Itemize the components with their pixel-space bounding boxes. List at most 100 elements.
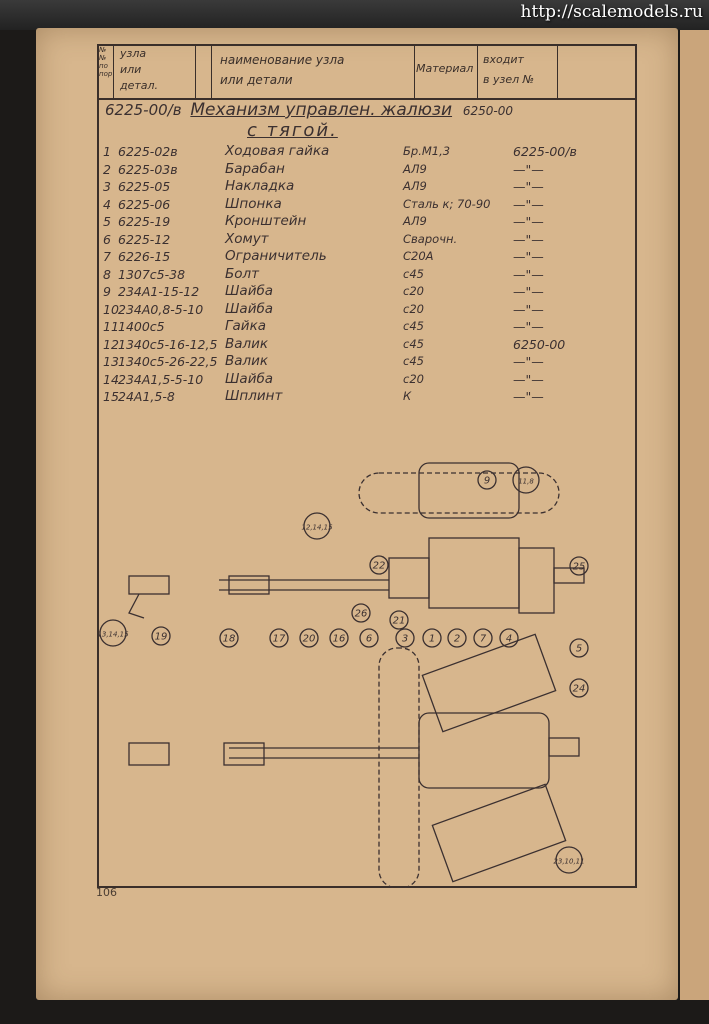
- part-material: с20: [403, 301, 424, 316]
- part-into: —"—: [513, 179, 544, 194]
- callout-circle: [569, 556, 589, 576]
- part-code: 6225-03в: [118, 161, 178, 177]
- part-material: с20: [403, 371, 424, 386]
- part-code: 1340с5-16-12,5: [118, 336, 218, 352]
- part-no: 6: [103, 231, 111, 247]
- callout-label: 22: [373, 561, 386, 572]
- callout-circle: [569, 678, 589, 698]
- part-code: 6225-02в: [118, 144, 178, 159]
- part-code: 6225-06: [118, 196, 171, 212]
- callout-label: 17: [273, 634, 286, 645]
- callout-circle: [395, 628, 415, 648]
- part-code: 6226-15: [118, 249, 171, 264]
- callout-circle: [422, 628, 442, 648]
- part-into: 6225-00/в: [513, 144, 577, 159]
- part-name: Шайба: [225, 300, 274, 317]
- header-number-line: пор: [99, 70, 113, 78]
- part-no: 11: [103, 319, 119, 334]
- part-code: 6225-05: [118, 179, 171, 194]
- callout-label: 13,14,15: [99, 631, 129, 639]
- header-code-line: или: [120, 63, 142, 76]
- part-no: 2: [103, 161, 111, 177]
- part-name: Барабан: [225, 160, 285, 177]
- callout-label: 26: [355, 609, 368, 620]
- callout-label: 25: [573, 562, 586, 573]
- part-into: —"—: [513, 161, 544, 177]
- part-material: К: [403, 389, 412, 403]
- header-number-line: №№: [99, 46, 107, 62]
- callout-circle: [555, 846, 583, 874]
- part-no: 15: [103, 389, 119, 404]
- header-into-line: входит: [483, 53, 524, 66]
- part-row: 1 6225-02в Ходовая гайка Бр.М1,3 6225-00/в: [103, 143, 623, 161]
- part-material: с45: [403, 354, 424, 368]
- callout-label: 4: [506, 634, 512, 645]
- watermark: http://scalemodels.ru: [520, 2, 704, 22]
- part-no: 9: [103, 284, 111, 299]
- part-material: С20А: [403, 249, 434, 263]
- header-number-line: по: [99, 62, 108, 70]
- header-name-line: или детали: [220, 73, 293, 87]
- assembly-into: 6250-00: [462, 104, 513, 118]
- part-no: 1: [103, 144, 111, 159]
- callout-circle: [369, 555, 389, 575]
- callout-label: 23,10,11: [553, 858, 584, 866]
- part-name: Хомут: [225, 230, 269, 247]
- part-no: 8: [103, 266, 111, 282]
- part-material: с45: [403, 266, 424, 281]
- part-name: Валик: [225, 335, 269, 352]
- callout-circle: [351, 603, 371, 623]
- callout-label: 11,8: [518, 478, 534, 486]
- callout-circle: [389, 610, 409, 630]
- callout-circle: [303, 512, 331, 540]
- part-name: Шайба: [225, 370, 274, 387]
- callout-circle: [329, 628, 349, 648]
- part-material: АЛ9: [403, 179, 427, 193]
- part-name: Шплинт: [225, 388, 283, 404]
- callout-circle: [269, 628, 289, 648]
- header-material-label: Материал: [416, 62, 474, 75]
- part-material: Бр.М1,3: [403, 144, 451, 158]
- callout-label: 9: [484, 476, 490, 487]
- part-code: 6225-12: [118, 231, 171, 247]
- part-into: —"—: [513, 249, 544, 264]
- part-name: Ходовая гайка: [225, 143, 330, 159]
- part-code: 6225-19: [118, 214, 171, 229]
- part-no: 12: [103, 336, 119, 352]
- part-into: —"—: [513, 354, 544, 369]
- header-spacer: [197, 46, 212, 98]
- callout-label: 2: [454, 634, 460, 645]
- part-code: 1400с5: [118, 319, 165, 334]
- callout-label: 6: [366, 634, 372, 645]
- part-material: Сварочн.: [403, 231, 458, 246]
- callout-label: 19: [155, 632, 168, 643]
- callout-label: 20: [303, 634, 316, 645]
- callout-circle: [499, 628, 519, 648]
- part-no: 7: [103, 249, 111, 264]
- callout-label: 5: [576, 644, 582, 655]
- part-into: —"—: [513, 214, 544, 229]
- part-into: 6250-00: [513, 336, 566, 352]
- part-code: 234А0,8-5-10: [118, 301, 204, 317]
- part-name: Накладка: [225, 178, 295, 194]
- part-name: Кронштейн: [225, 213, 307, 229]
- callout-circle: [477, 470, 497, 490]
- part-code: 234А1,5-5-10: [118, 371, 204, 387]
- part-material: Сталь к; 70-90: [403, 196, 491, 211]
- part-material: АЛ9: [403, 214, 427, 228]
